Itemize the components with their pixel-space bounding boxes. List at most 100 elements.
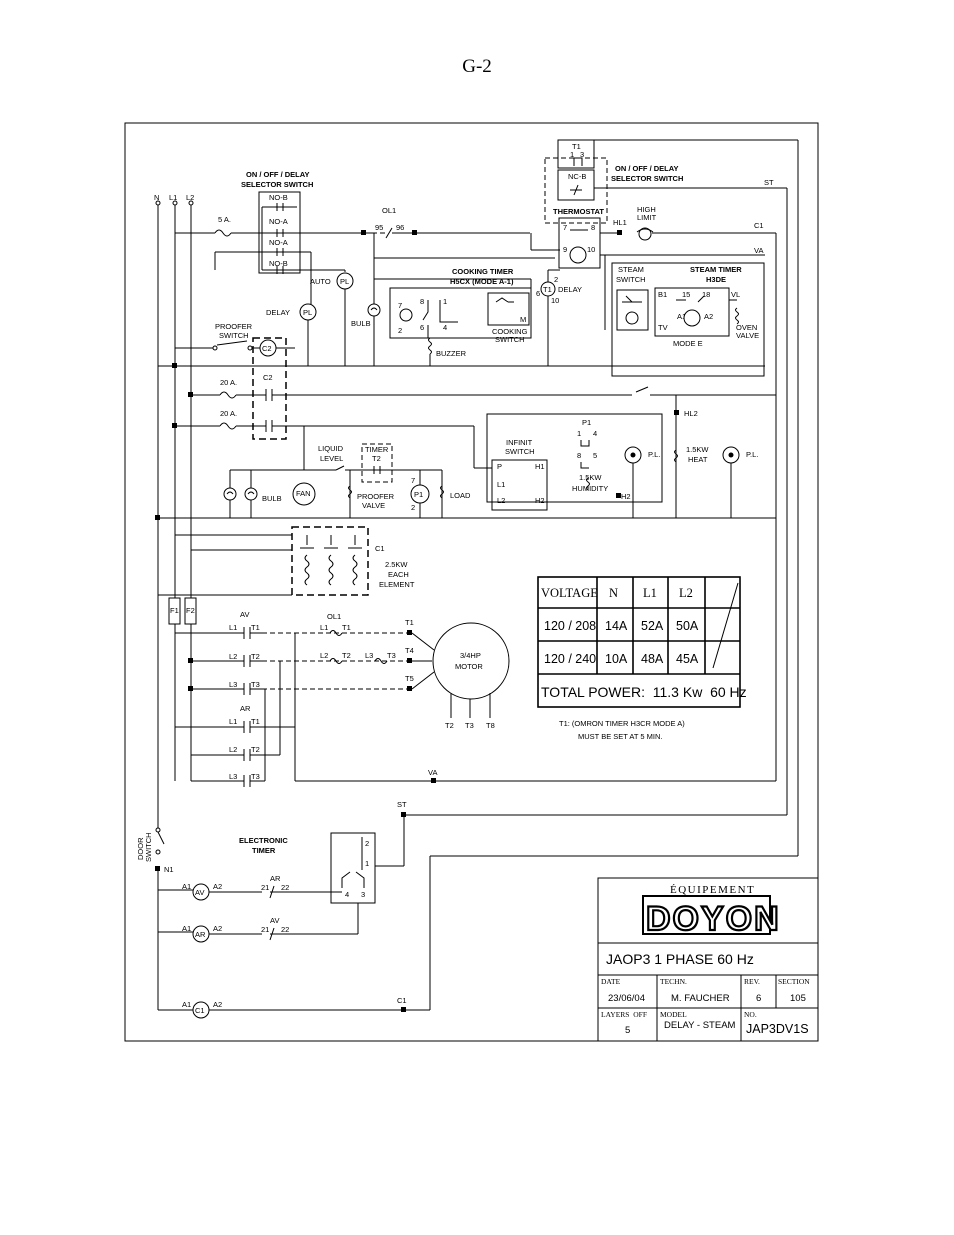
schematic-label: 1: [570, 150, 574, 159]
schematic-label: 3: [361, 890, 365, 899]
schematic-label: BULB: [262, 494, 282, 503]
schematic-label: AR: [240, 704, 251, 713]
load-icon: [440, 485, 444, 499]
schematic-label: AV: [195, 888, 204, 897]
schematic-label: T3: [465, 721, 474, 730]
schematic-label: 10: [551, 296, 559, 305]
schematic-label: ST: [397, 800, 407, 809]
schematic-label: LIQUID: [318, 444, 344, 453]
schematic-label: DELAY: [558, 285, 582, 294]
schematic-label: NO-A: [269, 217, 288, 226]
schematic-label: L2: [497, 496, 505, 505]
schematic-label: N1: [164, 865, 174, 874]
page-number: G-2: [462, 56, 492, 77]
schematic-label: VOLTAGE: [541, 586, 598, 600]
schematic-label: DELAY - STEAM: [664, 1020, 736, 1031]
schematic-label: L2: [186, 193, 194, 202]
schematic-label: COOKING TIMER: [452, 267, 514, 276]
schematic-label: M. FAUCHER: [671, 993, 730, 1004]
schematic-label: L3: [229, 680, 237, 689]
schematic-label: 4: [443, 323, 447, 332]
schematic-label: HIGH: [637, 205, 656, 214]
schematic-label: P1: [414, 490, 423, 499]
schematic-label: DOOR: [136, 837, 145, 860]
schematic-label: N: [609, 586, 618, 600]
schematic-label: ON / OFF / DELAY: [615, 164, 678, 173]
infinit-switch: [491, 459, 548, 511]
selector-switch-1: [258, 191, 301, 274]
schematic-label: 3/4HP: [460, 651, 481, 660]
schematic-label: 2: [554, 275, 558, 284]
schematic-label: SWITCH: [219, 331, 249, 340]
schematic-label: T3: [251, 680, 260, 689]
bulb-2a-icon: [223, 487, 237, 501]
schematic-label: 6: [536, 289, 540, 298]
schematic-label: 8: [591, 223, 595, 232]
schematic-label: 48A: [641, 652, 664, 666]
schematic-label: 2.5KW: [385, 560, 408, 569]
schematic-label: AUTO: [310, 277, 331, 286]
motor-3-4hp: [432, 622, 510, 700]
schematic-label: T1: [251, 623, 260, 632]
company-logo: DOYON: [646, 900, 781, 938]
schematic-label: T1: [251, 717, 260, 726]
schematic-label: P1: [582, 418, 591, 427]
schematic-label: 45A: [676, 652, 699, 666]
schematic-label: ST: [764, 178, 774, 187]
schematic-label: T2: [342, 651, 351, 660]
proofer-valve-icon: [348, 485, 352, 499]
schematic-label: 21: [261, 883, 269, 892]
schematic-label: JAP3DV1S: [746, 1022, 809, 1036]
ncb-contact-box: [557, 169, 595, 201]
schematic-label: T3: [251, 772, 260, 781]
schematic-label: HL1: [613, 218, 627, 227]
schematic-label: 20 A.: [220, 409, 237, 418]
schematic-label: C1: [375, 544, 385, 553]
schematic-label: A1: [677, 312, 686, 321]
schematic-label: LIMIT: [637, 213, 657, 222]
schematic-label: NO-A: [269, 238, 288, 247]
drawing-title: JAOP3 1 PHASE 60 Hz: [606, 951, 754, 967]
schematic-label: TIMER: [252, 846, 276, 855]
schematic-label: DATE: [601, 977, 621, 986]
schematic-label: C2: [263, 373, 273, 382]
schematic-label: L2: [229, 745, 237, 754]
schematic-label: A2: [213, 882, 222, 891]
schematic-label: 50A: [676, 619, 699, 633]
schematic-label: M: [520, 315, 526, 324]
schematic-label: T1: [543, 285, 552, 294]
oven-valve-icon: [735, 307, 739, 325]
schematic-label: T1: [405, 618, 414, 627]
bulb-1-icon: [367, 303, 381, 317]
schematic-label: SELECTOR SWITCH: [611, 174, 683, 183]
schematic-label: 4: [593, 429, 597, 438]
schematic-label: T1: [572, 142, 581, 151]
schematic-label: H2: [621, 492, 631, 501]
timer-note-line-2: MUST BE SET AT 5 MIN.: [578, 732, 662, 741]
schematic-label: BULB: [351, 319, 371, 328]
schematic-label: HEAT: [688, 455, 708, 464]
schematic-label: AV: [240, 610, 249, 619]
schematic-label: INFINIT: [506, 438, 533, 447]
schematic-label: 20 A.: [220, 378, 237, 387]
schematic-label: L3: [229, 772, 237, 781]
schematic-label: F1: [170, 606, 179, 615]
schematic-label: L2: [679, 586, 693, 600]
schematic-label: T8: [486, 721, 495, 730]
schematic-label: L2: [229, 652, 237, 661]
schematic-label: 2: [398, 326, 402, 335]
schematic-label: 6: [420, 323, 424, 332]
schematic-label: 4: [345, 890, 349, 899]
schematic-label: 22: [281, 883, 289, 892]
schematic-label: LOAD: [450, 491, 471, 500]
schematic-label: 1: [577, 429, 581, 438]
schematic-label: OVEN: [736, 323, 757, 332]
schematic-label: P: [497, 462, 502, 471]
schematic-label: EACH: [388, 570, 409, 579]
schematic-label: SWITCH: [505, 447, 535, 456]
schematic-label: TOTAL POWER: 11.3 Kw 60 Hz: [541, 684, 747, 700]
schematic-label: H2: [535, 496, 545, 505]
schematic-label: AR: [270, 874, 281, 883]
schematic-label: 1: [365, 859, 369, 868]
